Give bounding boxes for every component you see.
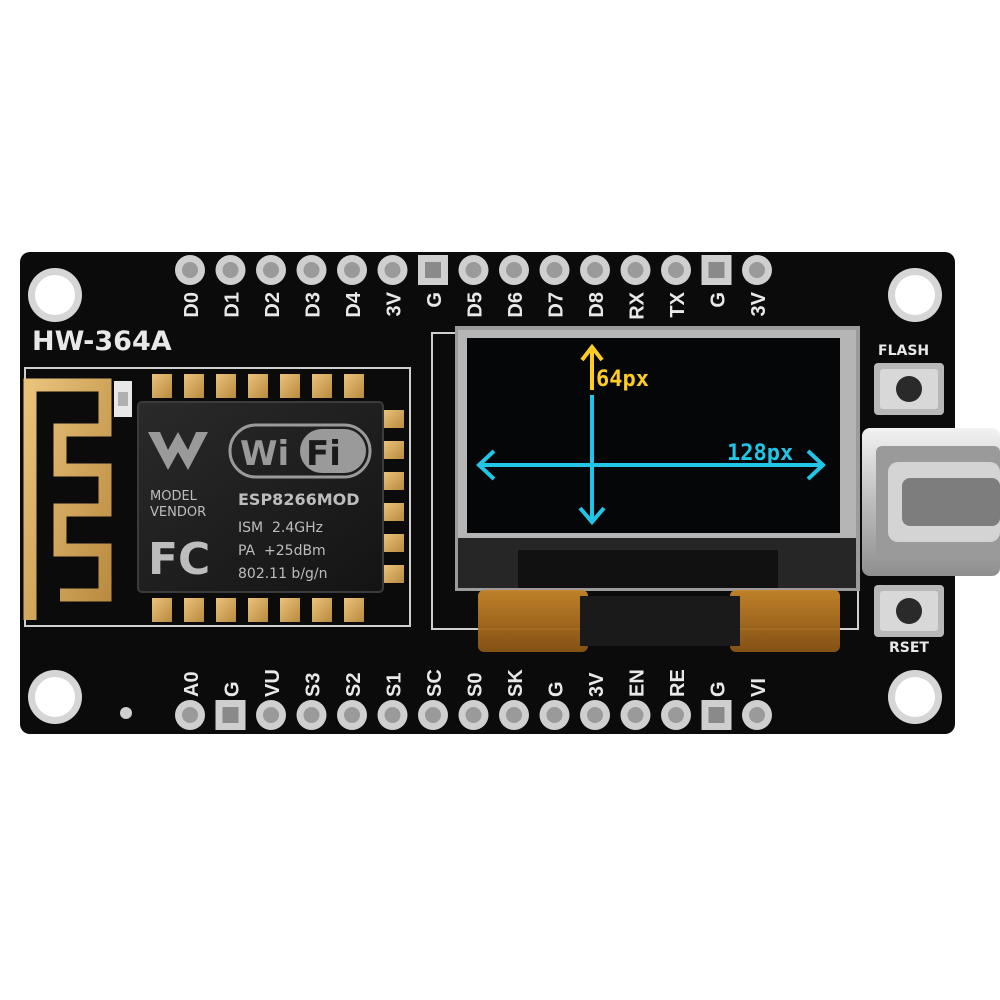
wifi-logo-wi: Wi [240,434,289,474]
bottom-pin-label: S2 [343,673,365,697]
oled-vertical-guide [578,395,606,526]
top-pin-label: D0 [181,292,203,318]
module-pad [384,410,404,428]
wifi-logo-fi: Fi [306,434,341,474]
module-pad [248,598,268,622]
bottom-pin-label: VI [748,678,770,697]
module-pad [344,598,364,622]
module-pad [384,565,404,583]
usb-c-connector [862,428,1000,576]
top-pin-label: RX [627,291,649,319]
module-pad [216,374,236,398]
top-pin-label: 3V [748,291,770,316]
top-pin-label: D3 [303,292,325,318]
module-pad [312,598,332,622]
top-pin-label: D8 [586,292,608,318]
module-pads [152,374,404,622]
module-pad [248,374,268,398]
module-model-line2: VENDOR [150,505,206,520]
top-pin-label: G [708,292,730,308]
module-model-line1: MODEL [150,489,198,504]
module-pad [384,534,404,552]
oled-width-label: 128px [727,441,793,466]
top-pin-label: 3V [384,291,406,316]
top-pin-label: D4 [343,291,365,317]
bottom-pin-label: SK [505,669,527,697]
module-chip-name: ESP8266MOD [238,490,360,509]
reset-button-label: RSET [889,640,929,656]
top-pin-label: G [424,292,446,308]
bottom-pin-label: G [546,681,568,697]
module-pad [312,374,332,398]
module-pad [216,598,236,622]
oled-height-label: 64px [596,367,649,392]
oled-height-arrow [580,343,604,390]
module-pad [384,441,404,459]
reset-button[interactable] [874,585,944,637]
bottom-pin-label: SC [424,669,446,697]
top-pin-label: TX [667,291,689,317]
module-pad [384,503,404,521]
bottom-pin-label: S0 [465,673,487,697]
module-pad [344,374,364,398]
bottom-pin-label: EN [627,669,649,697]
board-model-label: HW-364A [32,326,172,357]
module-spec-pa: PA +25dBm [238,543,326,559]
board-via [120,707,132,719]
flash-button[interactable] [874,363,944,415]
bottom-pin-label: G [708,681,730,697]
bottom-pin-header [175,700,772,730]
oled-flex-cable [478,590,840,652]
module-pad [280,374,300,398]
bottom-pin-label: S1 [384,673,406,697]
bottom-pin-label: VU [262,669,284,697]
module-pad [280,598,300,622]
top-pin-label: D1 [222,292,244,318]
flash-button-label: FLASH [878,343,929,359]
bottom-pin-label: RE [667,669,689,697]
bottom-pin-labels: A0 G VU S3 S2 S1 SC S0 SK G 3V EN RE G VI [181,669,770,697]
module-pad [184,374,204,398]
top-pin-header [175,255,772,285]
top-pin-label: D5 [465,292,487,318]
module-fcc-logo: FC [148,534,210,585]
module-spec-ism: ISM 2.4GHz [238,520,323,536]
oled-display-area [467,338,840,533]
wifi-logo: Wi Fi [228,423,372,479]
module-pad [184,598,204,622]
vendor-logo-icon [148,432,208,470]
top-pin-label: D6 [505,292,527,318]
bottom-pin-label: S3 [303,673,325,697]
top-pin-labels: D0 D1 D2 D3 D4 3V G D5 D6 D7 D8 RX TX G 3V [181,291,770,320]
oled-width-arrow [476,449,826,481]
bottom-pin-label: A0 [181,671,203,697]
module-pad [152,598,172,622]
module-pad [384,472,404,490]
bottom-pin-label: G [222,681,244,697]
top-pin-label: D2 [262,292,284,318]
antenna-trace [23,378,112,620]
module-pad [152,374,172,398]
bottom-pin-label: 3V [586,672,608,697]
mounting-holes [28,268,942,724]
top-pin-label: D7 [546,292,568,318]
module-spec-wifi: 802.11 b/g/n [238,566,328,582]
